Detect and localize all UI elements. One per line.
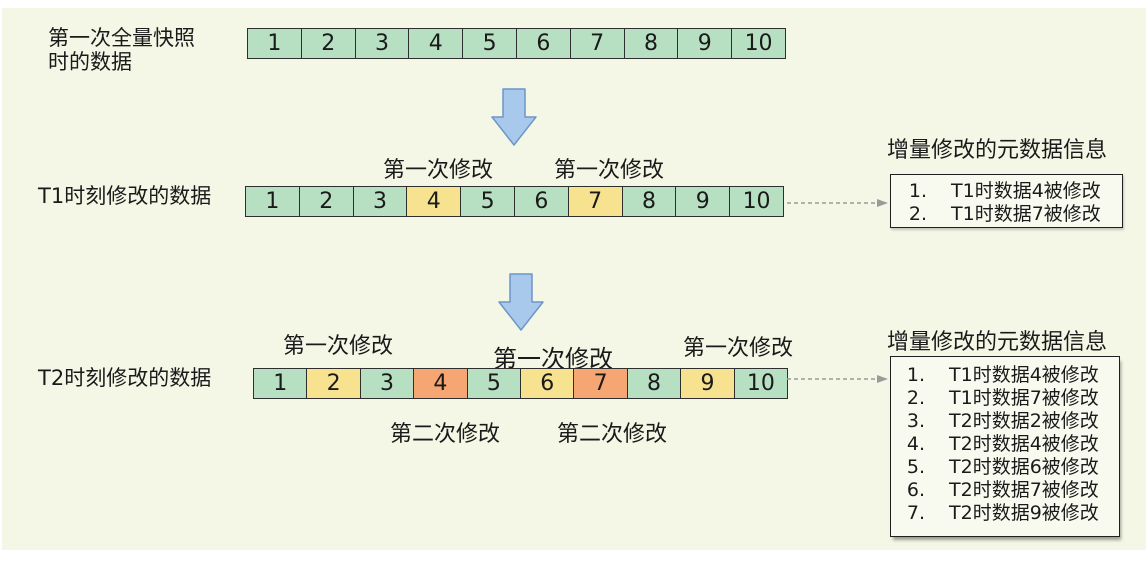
data-block-modified: 9	[680, 369, 734, 398]
data-block-modified: 6	[520, 369, 574, 398]
label-first-modification: 第一次修改	[382, 158, 494, 183]
t2-metadata-title: 增量修改的元数据信息	[887, 330, 1108, 355]
item-number: 2.	[906, 387, 925, 409]
item-number: 3.	[906, 410, 925, 432]
label-t1-modified-data: T1时刻修改的数据	[38, 184, 212, 208]
metadata-item: 6. T2时数据7被修改	[903, 479, 1119, 502]
data-block: 1	[254, 369, 307, 398]
data-block: 3	[354, 29, 409, 58]
data-block: 8	[621, 187, 676, 216]
data-block: 6	[513, 187, 568, 216]
item-number: 1.	[908, 180, 927, 202]
t1-metadata-title: 增量修改的元数据信息	[887, 138, 1108, 163]
item-number: 2.	[908, 203, 927, 225]
data-block: 10	[729, 187, 783, 216]
item-text: T2时数据7被修改	[949, 479, 1099, 501]
item-text: T2时数据4被修改	[949, 433, 1099, 455]
dashed-connector-arrow	[787, 375, 888, 383]
data-block: 3	[359, 369, 414, 398]
data-block: 9	[677, 29, 732, 58]
metadata-item: 4. T2时数据4被修改	[903, 433, 1119, 456]
item-number: 4.	[906, 433, 925, 455]
t2-metadata-box: 1. T1时数据4被修改 2. T1时数据7被修改 3. T2时数据2被修改 4…	[890, 356, 1120, 537]
dashed-connector-arrow	[787, 199, 888, 207]
data-block: 4	[408, 29, 463, 58]
metadata-item: 2. T1时数据7被修改	[903, 387, 1119, 410]
label-second-modification: 第二次修改	[556, 422, 668, 447]
label-first-full-snapshot: 第一次全量快照 时的数据	[48, 26, 195, 74]
data-block: 10	[731, 29, 785, 58]
t1-data-row: 1 2 3 4 5 6 7 8 9 10	[245, 186, 784, 217]
data-block: 1	[246, 187, 299, 216]
metadata-item: 5. T2时数据6被修改	[903, 456, 1119, 479]
item-text: T1时数据7被修改	[949, 387, 1099, 409]
data-block: 2	[298, 187, 353, 216]
data-block: 8	[626, 369, 681, 398]
label-first-modification: 第一次修改	[282, 334, 394, 359]
snapshot-data-row: 1 2 3 4 5 6 7 8 9 10	[247, 28, 786, 59]
t2-data-row: 1 2 3 4 5 6 7 8 9 10	[253, 368, 788, 399]
data-block: 5	[462, 29, 516, 58]
metadata-item: 3. T2时数据2被修改	[903, 410, 1119, 433]
label-first-modification: 第一次修改	[682, 336, 794, 361]
data-block: 5	[466, 369, 521, 398]
data-block: 1	[248, 29, 301, 58]
metadata-item: 1. T1时数据4被修改	[903, 364, 1119, 387]
item-number: 6.	[906, 479, 925, 501]
data-block: 2	[300, 29, 355, 58]
data-block-modified: 4	[406, 187, 461, 216]
item-text: T1时数据7被修改	[951, 203, 1101, 225]
data-block: 6	[515, 29, 570, 58]
data-block-modified: 2	[306, 369, 360, 398]
metadata-item: 7. T2时数据9被修改	[903, 502, 1119, 525]
item-number: 1.	[906, 364, 925, 386]
data-block: 3	[352, 187, 407, 216]
item-text: T2时数据9被修改	[949, 502, 1099, 524]
down-arrow-icon	[491, 88, 537, 146]
label-first-modification: 第一次修改	[553, 158, 665, 183]
item-text: T2时数据6被修改	[949, 456, 1099, 478]
metadata-item: 2. T1时数据7被修改	[905, 203, 1122, 226]
data-block: 9	[675, 187, 730, 216]
item-number: 5.	[906, 456, 925, 478]
data-block-modified: 7	[567, 187, 622, 216]
item-text: T2时数据2被修改	[949, 410, 1099, 432]
item-text: T1时数据4被修改	[949, 364, 1099, 386]
item-number: 7.	[906, 502, 925, 524]
label-t2-modified-data: T2时刻修改的数据	[38, 366, 212, 390]
down-arrow-icon	[498, 273, 544, 331]
t1-metadata-box: 1. T1时数据4被修改 2. T1时数据7被修改	[890, 174, 1123, 228]
data-block: 7	[569, 29, 624, 58]
data-block: 10	[733, 369, 788, 398]
metadata-item: 1. T1时数据4被修改	[905, 180, 1122, 203]
data-block-modified-twice: 4	[413, 369, 467, 398]
label-second-modification: 第二次修改	[389, 422, 501, 447]
data-block: 5	[460, 187, 514, 216]
data-block-modified-twice: 7	[573, 369, 627, 398]
data-block: 8	[623, 29, 678, 58]
item-text: T1时数据4被修改	[951, 180, 1101, 202]
